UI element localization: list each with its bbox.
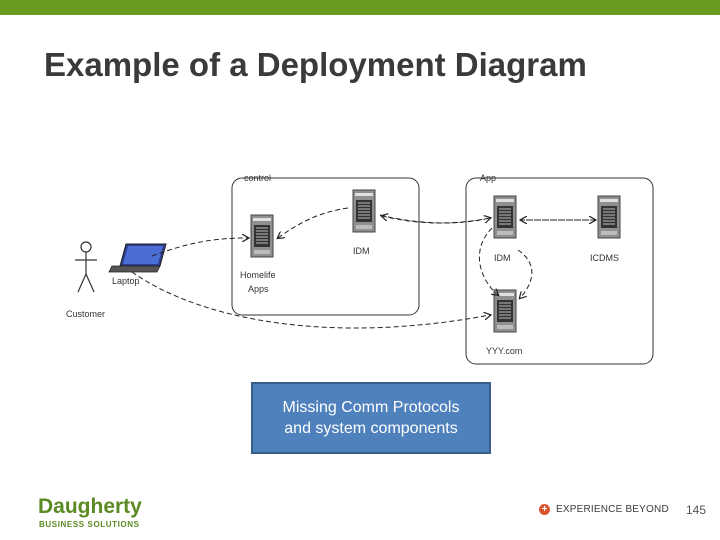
top-accent-bar [0,0,720,15]
idm-app-label: IDM [494,253,511,263]
plus-circle-icon: + [539,504,550,515]
daugherty-logo-text: Daugherty [38,495,142,518]
customer-actor-icon [75,241,97,293]
homelife-apps-label-line2: Apps [248,284,269,294]
tagline-text: EXPERIENCE BEYOND [556,504,669,515]
yyy-server-icon [493,289,517,333]
customer-label: Customer [66,309,105,319]
missing-components-callout: Missing Comm Protocols and system compon… [251,382,491,454]
page-number: 145 [686,503,707,517]
control-node-label: control [244,173,271,183]
app-node-box [465,177,654,365]
idm-control-label: IDM [353,246,370,256]
control-node-box [231,177,420,316]
callout-line1: Missing Comm Protocols [282,399,460,416]
homelife-apps-label-line1: Homelife [240,270,276,280]
homelife-apps-server-icon [250,214,274,258]
idm-control-server-icon [352,189,376,233]
tagline-group: + EXPERIENCE BEYOND [539,504,669,515]
idm-app-server-icon [493,195,517,239]
laptop-icon [108,243,167,273]
diagram-connections [131,207,595,329]
slide-title: Example of a Deployment Diagram [44,46,587,83]
daugherty-logo-subtitle: BUSINESS SOLUTIONS [39,520,140,529]
yyy-label: YYY.com [486,346,522,356]
callout-line2: and system components [284,420,458,437]
laptop-label: Laptop [112,276,140,286]
icdms-label: ICDMS [590,253,619,263]
app-node-label: App [480,173,496,183]
icdms-server-icon [597,195,621,239]
